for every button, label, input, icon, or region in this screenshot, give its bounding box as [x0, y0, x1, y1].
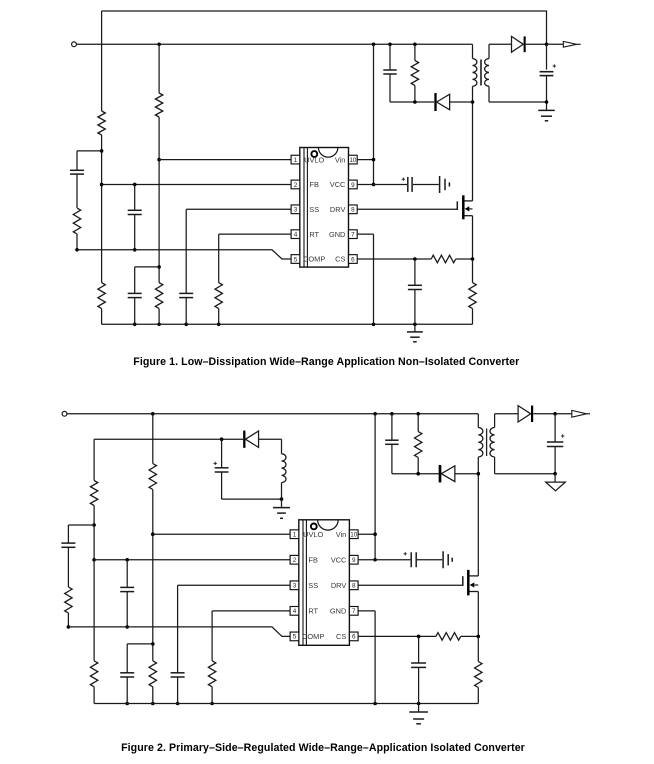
- svg-text:CS: CS: [336, 632, 346, 641]
- svg-text:Vin: Vin: [336, 530, 347, 539]
- svg-text:10: 10: [350, 532, 358, 539]
- svg-text:VCC: VCC: [331, 555, 347, 564]
- svg-text:SS: SS: [308, 581, 318, 590]
- svg-text:Figure 1. Low–Dissipation Wide: Figure 1. Low–Dissipation Wide–Range App…: [133, 356, 519, 368]
- svg-text:RT: RT: [309, 230, 319, 239]
- svg-text:10: 10: [349, 157, 357, 164]
- svg-text:FB: FB: [308, 555, 318, 564]
- svg-text:SS: SS: [309, 205, 319, 214]
- svg-text:2: 2: [293, 557, 297, 564]
- svg-text:1: 1: [293, 532, 297, 539]
- svg-text:3: 3: [294, 207, 298, 214]
- svg-text:CS: CS: [335, 255, 345, 264]
- svg-text:9: 9: [352, 557, 356, 564]
- svg-text:5: 5: [294, 256, 298, 263]
- svg-text:4: 4: [294, 231, 298, 238]
- svg-text:3: 3: [293, 583, 297, 590]
- svg-text:RT: RT: [308, 607, 318, 616]
- svg-text:UVLO: UVLO: [304, 155, 324, 164]
- svg-text:8: 8: [351, 207, 355, 214]
- svg-text:7: 7: [351, 231, 355, 238]
- svg-text:COMP: COMP: [302, 632, 324, 641]
- svg-text:FB: FB: [309, 180, 319, 189]
- svg-text:2: 2: [294, 182, 298, 189]
- svg-text:6: 6: [351, 256, 355, 263]
- svg-text:6: 6: [352, 634, 356, 641]
- svg-text:UVLO: UVLO: [303, 530, 323, 539]
- svg-text:COMP: COMP: [303, 255, 325, 264]
- svg-text:8: 8: [352, 583, 356, 590]
- svg-text:1: 1: [294, 157, 298, 164]
- svg-text:9: 9: [351, 182, 355, 189]
- svg-text:7: 7: [352, 608, 356, 615]
- svg-text:VCC: VCC: [330, 180, 346, 189]
- svg-text:4: 4: [293, 608, 297, 615]
- svg-text:DRV: DRV: [330, 205, 346, 214]
- svg-text:DRV: DRV: [331, 581, 347, 590]
- svg-text:GND: GND: [330, 607, 346, 616]
- svg-text:GND: GND: [329, 230, 345, 239]
- svg-text:Vin: Vin: [335, 155, 346, 164]
- svg-text:Figure 2. Primary–Side–Regulat: Figure 2. Primary–Side–Regulated Wide–Ra…: [121, 742, 525, 754]
- svg-text:5: 5: [293, 634, 297, 641]
